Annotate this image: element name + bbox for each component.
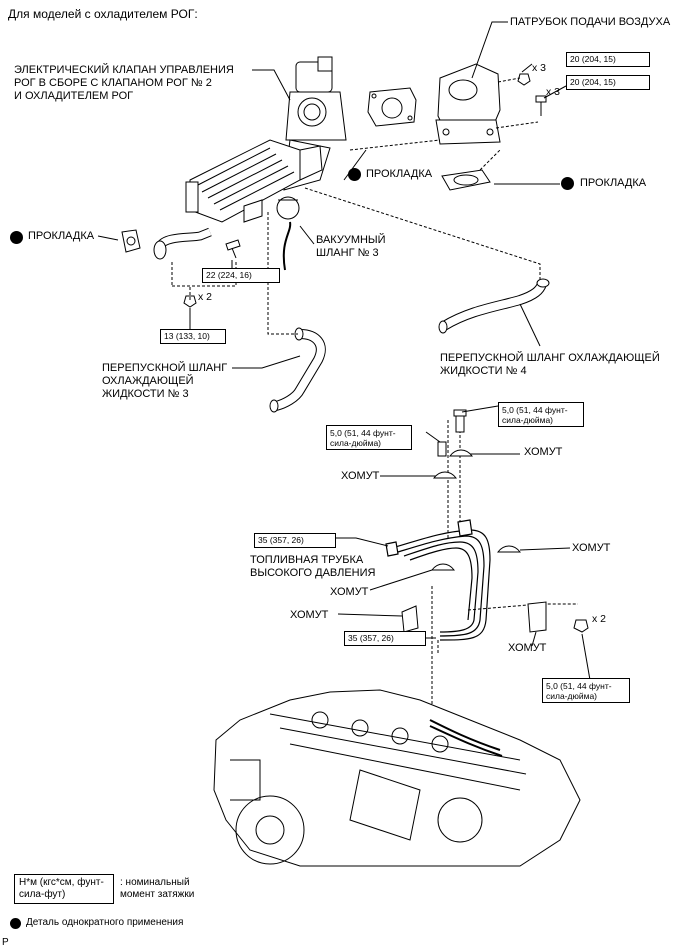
label-gasket-right: ПРОКЛАДКА <box>580 177 647 189</box>
quantity-label: x 3 <box>546 86 561 98</box>
footer-mark: P <box>2 937 9 948</box>
coolant-hose-3-part <box>269 327 326 413</box>
label-air-inlet: ПАТРУБОК ПОДАЧИ ВОЗДУХА <box>510 16 671 28</box>
label-fuel-pipe: ТОПЛИВНАЯ ТРУБКА ВЫСОКОГО ДАВЛЕНИЯ <box>250 554 376 579</box>
torque-box: 35 (357, 26) <box>254 533 336 548</box>
torque-box: 20 (204, 15) <box>566 52 650 67</box>
quantity-label: x 2 <box>198 291 213 303</box>
non-reusable-marker <box>348 168 361 181</box>
label-egr-valve: ЭЛЕКТРИЧЕСКИЙ КЛАПАН УПРАВЛЕНИЯ РОГ В СБ… <box>14 64 234 102</box>
egr-valve-assembly <box>185 56 347 223</box>
label-gasket-center: ПРОКЛАДКА <box>366 168 433 180</box>
torque-box: 35 (357, 26) <box>344 631 426 646</box>
legend-torque-box: Н*м (кгс*см, фунт- сила-фут) <box>14 874 114 904</box>
gasket-right-part <box>441 169 491 191</box>
non-reusable-marker <box>10 231 23 244</box>
torque-box: 5,0 (51, 44 фунт- сила-дюйма) <box>542 678 630 703</box>
clamp-parts <box>401 409 589 633</box>
vacuum-hose-part <box>282 221 292 271</box>
quantity-label: x 2 <box>592 613 607 625</box>
coolant-hose-4-part <box>438 278 550 334</box>
label-clamp: ХОМУТ <box>290 609 329 621</box>
torque-box: 22 (224, 16) <box>202 268 280 283</box>
egr-pipe <box>153 227 212 260</box>
page-heading: Для моделей с охладителем РОГ: <box>8 7 198 21</box>
torque-box: 20 (204, 15) <box>566 75 650 90</box>
gasket-left-part <box>121 229 141 253</box>
legend-non-reusable: Деталь однократного применения <box>26 917 184 928</box>
label-clamp: ХОМУТ <box>341 470 380 482</box>
quantity-label: x 3 <box>532 62 547 74</box>
label-clamp: ХОМУТ <box>572 542 611 554</box>
label-coolant-hose-3: ПЕРЕПУСКНОЙ ШЛАНГ ОХЛАЖДАЮЩЕЙ ЖИДКОСТИ №… <box>102 362 228 400</box>
label-clamp: ХОМУТ <box>508 642 547 654</box>
legend-torque-description: : номинальный момент затяжки <box>120 877 195 900</box>
torque-box: 5,0 (51, 44 фунт- сила-дюйма) <box>498 402 584 427</box>
label-coolant-hose-4: ПЕРЕПУСКНОЙ ШЛАНГ ОХЛАЖДАЮЩЕЙ ЖИДКОСТИ №… <box>440 352 660 377</box>
label-clamp: ХОМУТ <box>330 586 369 598</box>
torque-box: 5,0 (51, 44 фунт- сила-дюйма) <box>326 425 412 450</box>
egr-bolts <box>183 239 241 308</box>
gasket-center-part <box>367 87 417 127</box>
non-reusable-marker <box>10 918 21 929</box>
label-clamp: ХОМУТ <box>524 446 563 458</box>
non-reusable-marker <box>561 177 574 190</box>
engine-part <box>213 689 581 867</box>
torque-box: 13 (133, 10) <box>160 329 226 344</box>
leader-lines <box>97 21 591 681</box>
label-gasket-left: ПРОКЛАДКА <box>28 230 95 242</box>
label-vacuum-hose: ВАКУУМНЫЙ ШЛАНГ № 3 <box>316 234 386 259</box>
air-inlet-part <box>435 63 547 145</box>
fuel-pipe-part <box>385 519 491 641</box>
